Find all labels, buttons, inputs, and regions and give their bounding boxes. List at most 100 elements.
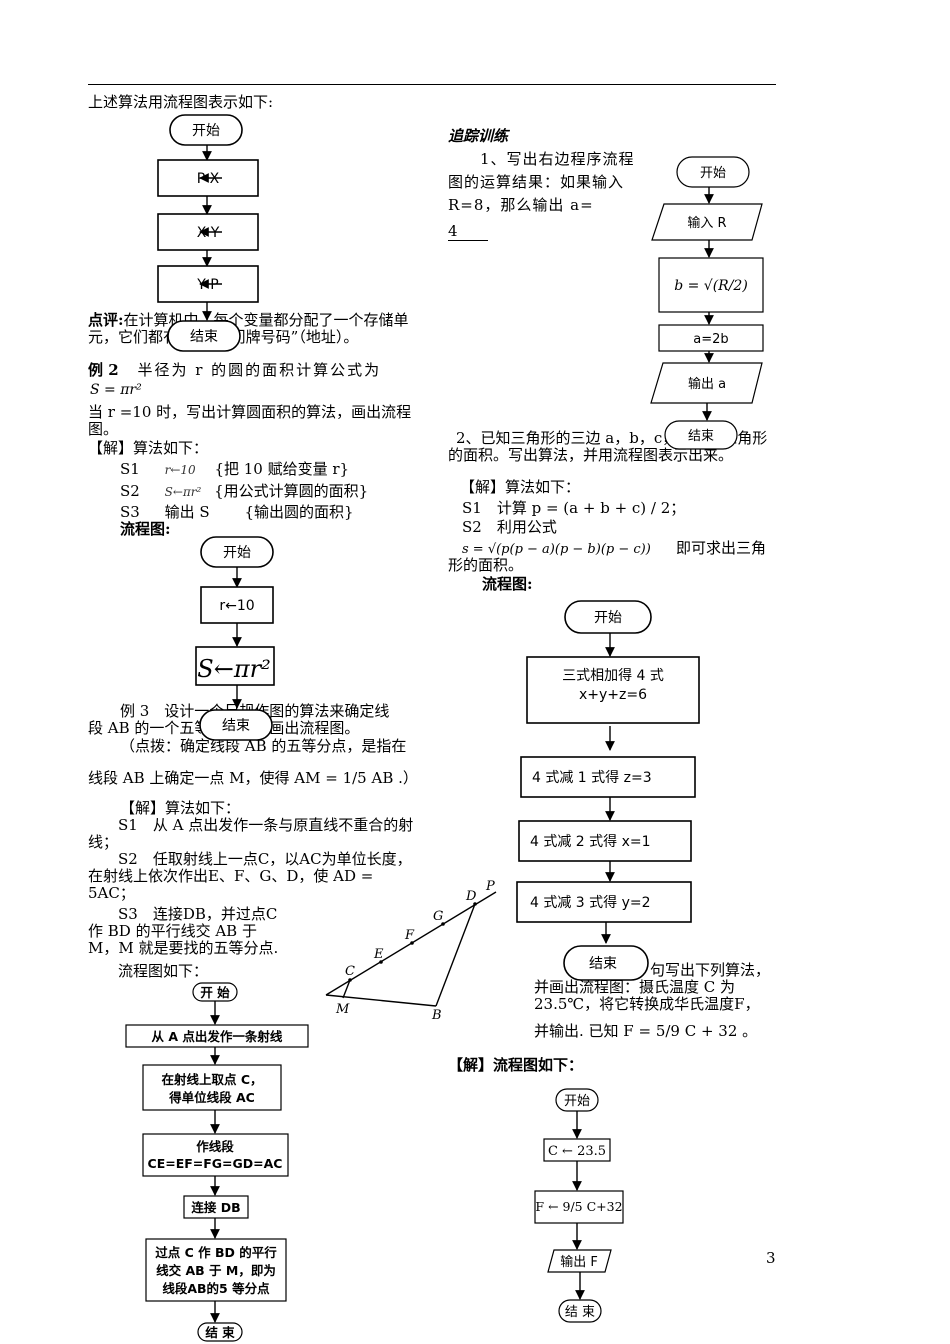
header-rule <box>88 84 776 85</box>
question3-solution-label: 【解】流程图如下： <box>448 1056 584 1074</box>
fc5-box1 <box>526 656 700 724</box>
question2-s1: S1 计算 p = (a + b + c) / 2； <box>462 499 686 517</box>
fc2-start-label: 开始 <box>223 545 251 561</box>
segment-DB <box>435 903 476 1007</box>
fc4-output-parallelogram <box>650 362 763 404</box>
fc3-box5 <box>145 1238 287 1302</box>
flowchart-triangle: 开始 三式相加得 4 式 x+y+z=6 4 式减 1 式得 z=3 4 式减 … <box>516 600 700 981</box>
fc3-box5-label-c: 线段AB的5 等分点 <box>162 1281 270 1296</box>
label-G: G <box>433 909 443 924</box>
step-s3: S3 输出 S {输出圆的面积} <box>120 503 354 521</box>
label-M: M <box>335 1002 350 1017</box>
fc1-box3-label: Y P <box>196 277 218 293</box>
fc1-box1-label: P X <box>197 171 220 187</box>
example3-s2: S2 任取射线上一点C，以AC为单位长度，在射线上依次作出E、F、G、D，使 A… <box>88 850 412 902</box>
fc5-box1-label-a: 三式相加得 4 式 <box>562 667 664 684</box>
tracking-title: 追踪训练 <box>448 127 509 145</box>
question3-line1: 句写出下列算法， <box>650 961 771 979</box>
fc5-start-label: 开始 <box>594 610 622 626</box>
fc3-end-terminal <box>197 1322 243 1342</box>
fc2-box2-label: S←πr² <box>197 655 270 683</box>
fc3-box3-label-a: 作线段 <box>196 1139 234 1154</box>
fc6-start-label: 开始 <box>564 1094 590 1109</box>
flowchart-five-division: 开 始 从 A 点出发作一条射线 在射线上取点 C， 得单位线段 AC 作线段 … <box>125 982 309 1342</box>
flowchart-swap: 开始 P X X Y Y P 结束 <box>157 114 259 352</box>
fc2-end-terminal <box>199 709 273 741</box>
fc1-start-label: 开始 <box>192 123 220 139</box>
fc4-input-label: 输入 R <box>687 215 726 231</box>
example2-text: 半径为 r 的圆的面积计算公式为 <box>137 361 382 379</box>
fc6-box2 <box>534 1190 624 1224</box>
fc3-start-label: 开 始 <box>200 985 230 1000</box>
fc3-box4 <box>183 1195 249 1219</box>
example2-condition: 当 r =10 时，写出计算圆面积的算法，画出流程图。 <box>88 403 412 438</box>
question1-text: 1、写出右边程序流程图的运算结果：如果输入 R=8，那么输出 a= <box>448 150 635 214</box>
fc2-box1-label: r←10 <box>219 598 254 614</box>
fc5-end-terminal <box>563 945 649 981</box>
fc5-end-label: 结束 <box>589 956 617 972</box>
fc4-end-label: 结束 <box>688 429 714 444</box>
question2-s2: S2 利用公式 <box>462 518 557 536</box>
fc5-box2-label: 4 式减 1 式得 z=3 <box>532 769 652 786</box>
example2-label: 例 2 <box>88 361 119 379</box>
example2-solution-label: 【解】算法如下： <box>88 439 209 457</box>
step-s2: S2 S←πr² {用公式计算圆的面积} <box>120 482 369 500</box>
fc3-box2 <box>142 1064 282 1111</box>
fc4-assign-box <box>658 324 764 352</box>
flowchart-input-r: 开始 输入 R b = √(R/2) a=2b 输出 a 结束 <box>650 156 764 450</box>
fc5-box3-label: 4 式减 2 式得 x=1 <box>530 833 651 850</box>
fc6-box2-label: F ← 9/5 C+32 <box>535 1199 622 1214</box>
step-s1: S1 r←10 {把 10 赋给变量 r} <box>120 460 350 478</box>
question2-flow-label: 流程图: <box>482 575 533 593</box>
example3-flow-label: 流程图如下： <box>118 962 209 980</box>
example3-s1: S1 从 A 点出发作一条与原直线不重合的射线； <box>88 816 414 851</box>
fc3-box2-label-b: 得单位线段 AC <box>168 1090 255 1105</box>
label-B: B <box>431 1008 442 1023</box>
question3-line2: 并画出流程图：摄氏温度 C 为 <box>534 978 736 996</box>
fc3-box2-label-a: 在射线上取点 C， <box>161 1072 262 1087</box>
question2-formula-line: s = √(p(p − a)(p − b)(p − c)) <box>462 540 651 558</box>
fc4-start-terminal <box>676 156 750 188</box>
example3-hint2: 线段 AB 上确定一点 M，使得 AM = 1/5 AB .） <box>88 769 418 787</box>
fc5-box4-label: 4 式减 3 式得 y=2 <box>530 894 651 911</box>
fc3-end-label: 结 束 <box>205 1325 235 1340</box>
fc3-box3-label-b: CE=EF=FG=GD=AC <box>148 1156 283 1171</box>
fc4-calc-box <box>658 257 764 313</box>
fc2-box2 <box>195 646 275 686</box>
fc5-box1-label-b: x+y+z=6 <box>579 687 647 703</box>
flowchart-circle-area: 开始 r←10 S←πr² 结束 <box>195 536 275 741</box>
fc1-end-label: 结束 <box>190 329 218 345</box>
fc4-output-label: 输出 a <box>688 376 726 392</box>
fc1-start-terminal <box>169 114 243 146</box>
example2-heading: 例 2 半径为 r 的圆的面积计算公式为 <box>88 362 381 379</box>
fc5-box3 <box>518 820 692 862</box>
label-D: D <box>465 889 477 904</box>
fc4-assign-label: a=2b <box>693 332 728 347</box>
intro-text: 上述算法用流程图表示如下: <box>88 93 274 111</box>
page-number: 3 <box>766 1249 776 1267</box>
fc4-start-label: 开始 <box>700 166 726 181</box>
label-C: C <box>345 964 355 979</box>
flow-label: 流程图: <box>120 520 171 538</box>
fc3-box1-label: 从 A 点出发作一条射线 <box>152 1029 283 1044</box>
example2-formula: S = πr² <box>90 382 142 398</box>
parallel-CM <box>342 979 351 999</box>
fc6-output-label: 输出 F <box>560 1254 598 1270</box>
label-P: P <box>485 879 495 894</box>
flowchart-temperature: 开始 C ← 23.5 F ← 9/5 C+32 输出 F 结 束 <box>534 1088 624 1323</box>
example3-solution: 【解】算法如下： <box>120 799 241 817</box>
example3-s3: S3 连接DB，并过点C作 BD 的平行线交 AB 于 M，M 就是要找的五等分… <box>88 905 279 957</box>
fc6-end-label: 结 束 <box>565 1305 595 1320</box>
geometry-figure: P D G F E C M B <box>325 879 497 1023</box>
fc5-box4 <box>516 881 692 923</box>
fc1-box2-label: X Y <box>197 225 220 241</box>
label-E: E <box>373 947 384 962</box>
question2-formula: s = √(p(p − a)(p − b)(p − c)) <box>462 542 651 557</box>
question3-line3: 23.5℃，将它转换成华氏温度F， <box>534 995 760 1013</box>
label-F: F <box>404 928 415 943</box>
fc3-box5-label-b: 线交 AB 于 M，即为 <box>156 1263 276 1278</box>
fc3-box1 <box>125 1024 309 1048</box>
fc6-output-parallelogram <box>547 1249 612 1273</box>
question2-formula-tail: 即可求出三角形的面积。 <box>448 539 767 574</box>
